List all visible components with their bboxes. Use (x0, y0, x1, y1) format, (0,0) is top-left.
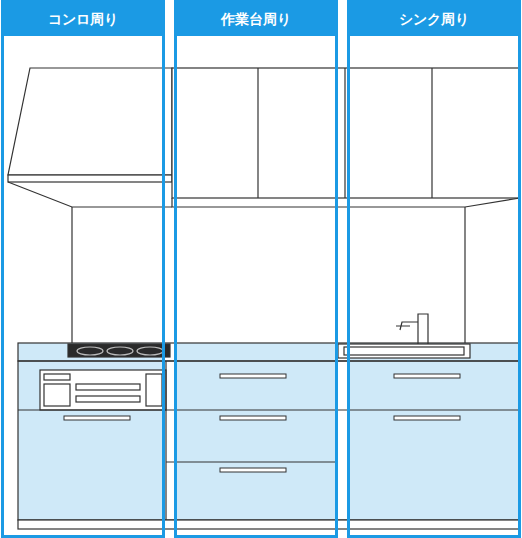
highlight-fill (18, 343, 520, 520)
door-line (431, 68, 432, 198)
sink (338, 344, 470, 358)
faucet (396, 314, 428, 344)
burner (77, 347, 103, 355)
area-band: 作業台周り (174, 0, 338, 538)
wall-line (464, 207, 465, 343)
handle (220, 416, 286, 420)
burner (107, 347, 133, 355)
hood-base (8, 182, 172, 207)
fill-right (348, 343, 520, 520)
handle (64, 416, 130, 420)
cooktop (68, 344, 170, 357)
line-art (8, 68, 520, 529)
area-band: シンク周り (347, 0, 521, 538)
control (76, 384, 140, 390)
handle (394, 374, 460, 378)
drawer-line (166, 461, 336, 462)
countertop (18, 343, 520, 361)
area-band: コンロ周り (1, 0, 165, 538)
hood-band (8, 175, 172, 182)
drawer-line (18, 409, 166, 410)
handle (220, 374, 286, 378)
door-line (257, 68, 258, 198)
plinth (18, 520, 520, 529)
handles (64, 374, 460, 472)
drawer-line (166, 409, 336, 410)
burner (137, 347, 163, 355)
area-heading: シンク周り (350, 3, 518, 36)
upper-cabinet (172, 68, 520, 198)
control (44, 374, 70, 380)
handle (394, 416, 460, 420)
oven-panel (40, 370, 166, 410)
control (44, 384, 70, 406)
range-hood (8, 68, 172, 175)
control (76, 396, 140, 402)
area-heading: コンロ周り (4, 3, 162, 36)
sink-bowl (344, 347, 464, 355)
fill-middle (175, 343, 337, 520)
divider (165, 361, 166, 520)
wall-line (71, 207, 72, 343)
drawer-line (336, 409, 520, 410)
cabinet-base (172, 198, 520, 207)
area-heading: 作業台周り (177, 3, 335, 36)
base-cabinet (18, 361, 520, 520)
door-line (344, 68, 345, 198)
handle (220, 468, 286, 472)
control (146, 374, 162, 406)
